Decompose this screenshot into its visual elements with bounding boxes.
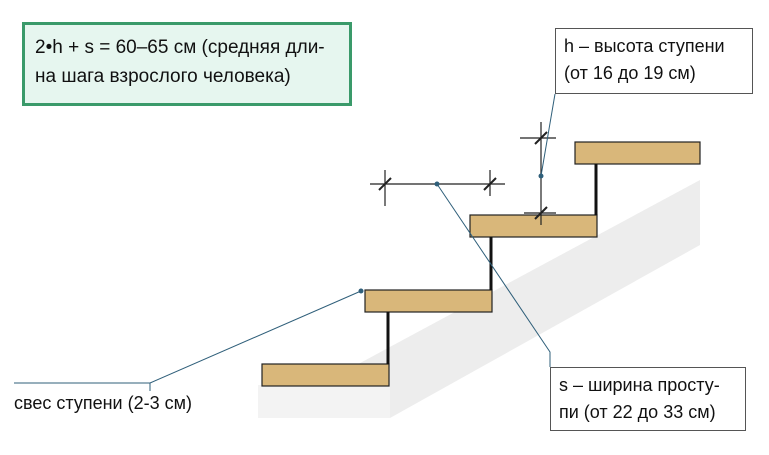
overhang-label: свес ступени (2-3 см) bbox=[14, 393, 192, 413]
height-callout-line-1: h – высота ступени bbox=[564, 36, 725, 56]
tread-1 bbox=[261, 363, 390, 387]
s-leader-dot bbox=[434, 181, 440, 187]
h-leader-line bbox=[540, 93, 556, 177]
width-callout-line-2: пи (от 22 до 33 см) bbox=[559, 402, 716, 422]
formula-line-2: на шага взрослого человека) bbox=[35, 66, 291, 87]
height-callout: h – высота ступени (от 16 до 19 см) bbox=[555, 28, 753, 94]
width-callout: s – ширина просту- пи (от 22 до 33 см) bbox=[550, 367, 746, 431]
h-dimension-slash-bottom bbox=[534, 206, 548, 220]
tread-4 bbox=[574, 141, 701, 165]
formula-box: 2•h + s = 60–65 см (средняя дли- на шага… bbox=[22, 22, 352, 106]
overhang-leader-dot bbox=[358, 288, 364, 294]
s-dimension-slash-left bbox=[378, 177, 392, 191]
h-dimension-slash-top bbox=[534, 131, 548, 145]
formula-line-1: 2•h + s = 60–65 см (средняя дли- bbox=[35, 37, 325, 58]
height-callout-line-2: (от 16 до 19 см) bbox=[564, 63, 696, 83]
h-leader-dot bbox=[538, 173, 544, 179]
width-callout-line-1: s – ширина просту- bbox=[559, 375, 720, 395]
stair-shadow-lower bbox=[258, 385, 390, 418]
tread-3 bbox=[469, 214, 598, 238]
tread-2 bbox=[364, 289, 493, 313]
s-dimension-slash-right bbox=[483, 177, 497, 191]
s-leader-line bbox=[436, 183, 551, 367]
